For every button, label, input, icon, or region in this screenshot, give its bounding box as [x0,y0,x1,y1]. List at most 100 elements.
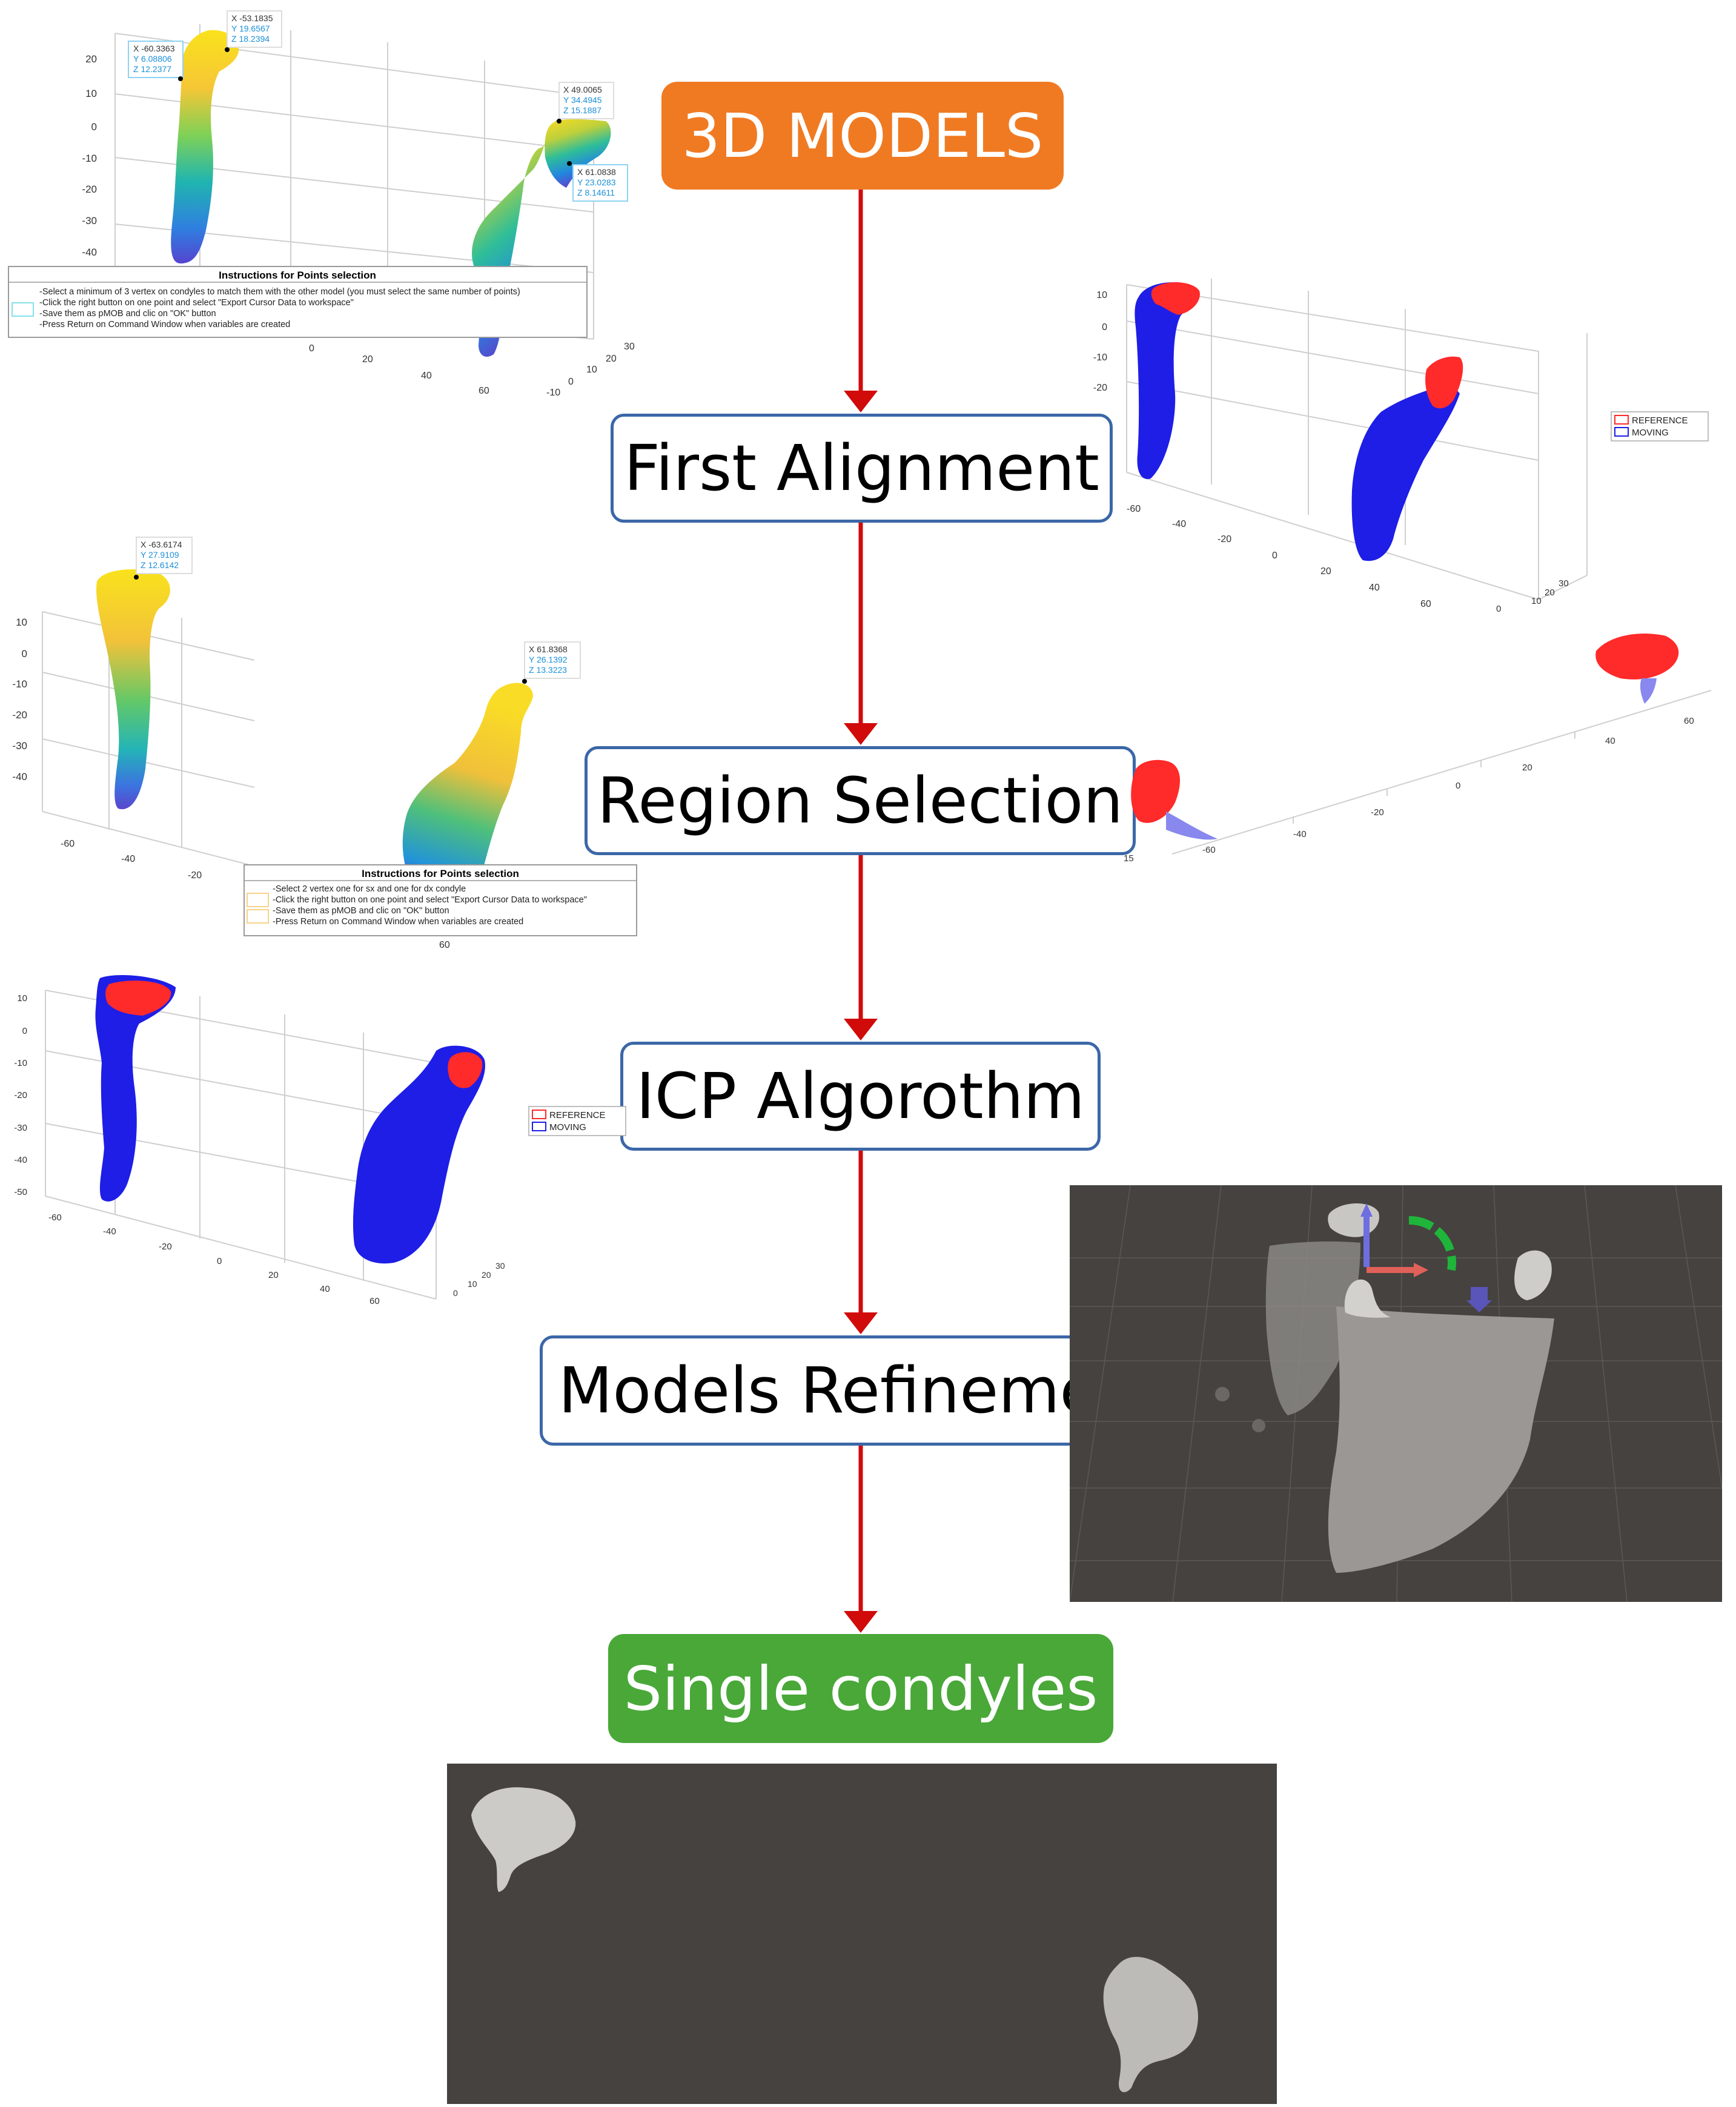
instructions-box: Instructions for Points selection -Selec… [244,864,637,950]
y-tick: -50 [14,1187,27,1197]
y-tick: 10 [85,88,97,99]
tip-x: X -60.3363 [133,44,175,53]
z-tick: 0 [453,1288,458,1298]
instruction-line: -Save them as pMOB and clic on "OK" butt… [273,906,449,916]
y-tick: -20 [82,184,97,195]
instruction-line: -Press Return on Command Window when var… [39,320,290,329]
y-tick: 10 [1096,290,1107,300]
y-tick: 0 [1102,322,1107,332]
y-tick: -30 [82,215,97,227]
flow-arrowhead-icon [844,1019,878,1040]
right-ramus-surface [402,683,533,889]
tip-z: Z 18.2394 [231,34,270,44]
z-tick: 20 [1545,587,1555,598]
data-tip: X 61.8368 Y 26.1392 Z 13.3223 [522,641,581,684]
legend-reference: REFERENCE [549,1110,606,1120]
x-tick: 0 [309,343,314,354]
data-tips: X -63.6174 Y 27.9109 Z 12.6142 X 61.8368… [134,537,581,684]
y-tick: 10 [17,993,27,1004]
step-single-condyles: Single condyles [608,1634,1113,1743]
y-tick: -40 [12,771,27,782]
axes-box [42,600,255,867]
x-tick: -40 [121,854,135,864]
x-tick: -60 [1127,504,1141,514]
x-tick: -20 [1371,807,1384,818]
z-tick: 0 [1496,604,1501,614]
y-ticks: 10 0 -10 -20 -30 -40 -50 [14,993,27,1197]
instruction-line: -Select 2 vertex one for sx and one for … [273,884,466,894]
tip-x: X 61.0838 [577,167,616,177]
legend-moving: MOVING [1632,428,1669,438]
step-single-condyles-label: Single condyles [623,1653,1098,1724]
step-icp-algorithm: ICP Algorothm [620,1042,1101,1151]
left-ramus-surface [171,30,239,263]
step-region-selection-label: Region Selection [597,764,1124,838]
refinement-viewport [1070,1185,1722,1602]
data-tip: X -53.1835 Y 19.6567 Z 18.2394 [225,10,282,52]
x-ticks: -60 -40 -20 0 20 40 60 [48,1212,380,1305]
tip-y: Y 19.6567 [231,24,270,33]
x-tick: -60 [61,839,75,849]
right-model-shell [1328,1306,1554,1573]
rotate-gizmo-icon[interactable] [1408,1216,1457,1271]
y-tick: -20 [12,709,27,721]
legend: REFERENCE MOVING [1611,411,1709,442]
z-tick: -10 [546,388,560,398]
x-tick: -20 [159,1242,172,1252]
step-icp-algorithm-label: ICP Algorothm [636,1059,1085,1133]
x-tick: 0 [1456,781,1460,791]
x-tick: 60 [479,386,489,396]
x-tick: 0 [217,1256,222,1266]
y-tick: -10 [12,678,27,690]
flow-arrowhead-icon [844,1312,878,1334]
plot-icp-result: 10 0 -10 -20 -30 -40 -50 -60 -40 -20 0 2… [14,975,626,1305]
right-ramus-moving [1351,384,1460,561]
data-tip: X -60.3363 Y 6.08806 Z 12.2377 [128,41,184,81]
x-tick: 40 [1605,736,1615,746]
axes-box [1126,279,1588,600]
y-ticks: 10 0 -10 -20 -30 -40 [12,617,27,782]
y-tick: -20 [14,1090,27,1100]
flow-arrowhead-icon [844,391,878,412]
instruction-line: -Save them as pMOB and clic on "OK" butt… [39,309,216,319]
left-single-condyle [471,1787,576,1892]
z-tick: 10 [1531,596,1542,606]
tip-y: Y 27.9109 [141,550,179,560]
tip-y: Y 26.1392 [529,655,568,664]
y-tick: 0 [91,121,97,133]
tip-z: Z 15.1887 [563,105,601,115]
right-condyle-reference [448,1052,483,1088]
x-tick: -20 [1218,534,1231,544]
move-z-gizmo-icon[interactable] [1471,1287,1488,1302]
tip-y: Y 34.4945 [563,95,602,105]
y-tick: 20 [85,53,97,65]
step-first-alignment: First Alignment [611,414,1113,523]
x-tick: 20 [1522,762,1532,773]
x-tick: -40 [1172,519,1186,529]
left-condyle-reference [1131,759,1181,823]
step-3d-models-label: 3D MODELS [681,100,1044,171]
tip-x: X -63.6174 [141,540,182,549]
right-condyle-head [545,119,611,188]
y-tick: -10 [14,1058,27,1068]
right-condyle-reference [1425,356,1463,409]
tip-z: Z 12.2377 [133,64,171,74]
tip-z: Z 8.14611 [577,188,615,197]
x-ticks: 0 20 40 60 [309,343,489,396]
x-tick: 60 [1420,599,1431,609]
step-region-selection: Region Selection [585,746,1136,855]
plot-region-selection: 10 0 -10 -20 -30 -40 -60 -40 -20 X -63.6… [12,537,637,950]
tip-z: Z 13.3223 [529,665,567,675]
x-ticks: -60 -40 -20 0 20 40 60 [1127,504,1431,609]
z-tick: 10 [586,365,597,375]
z-tick: 0 [568,377,574,387]
left-model-shell [1265,1241,1360,1415]
data-tip: X 61.0838 Y 23.0283 Z 8.14611 [567,161,628,202]
right-condyle-head [1514,1250,1552,1300]
move-x-arrowhead-icon [1414,1263,1428,1277]
tip-x: X 61.8368 [529,644,568,654]
step-3d-models: 3D MODELS [661,82,1064,190]
tip-y: Y 6.08806 [133,54,172,64]
right-condyle-moving [1640,678,1657,704]
